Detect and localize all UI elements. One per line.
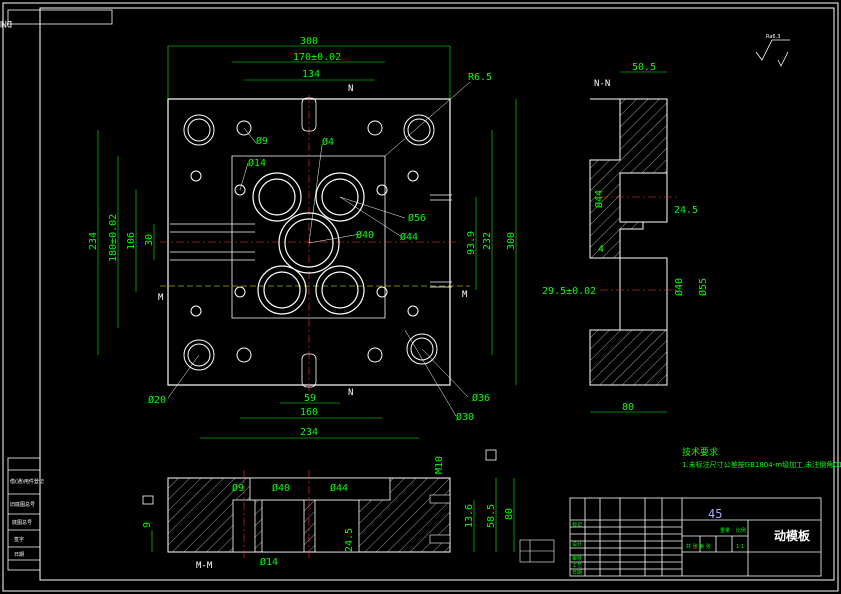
front-dim-d40: Ø40 xyxy=(272,482,290,494)
dim-d40: Ø40 xyxy=(356,229,374,241)
leader-lines xyxy=(167,81,471,417)
svg-text:旧底图总号: 旧底图总号 xyxy=(10,501,35,508)
title-block xyxy=(569,497,822,577)
side-section: N-N 50.5 Ø44 24.5 4 29.5±0.02 Ø40 Ø55 80 xyxy=(542,62,709,413)
side-dim-d44: Ø44 xyxy=(593,190,605,208)
plan-slot xyxy=(301,97,317,388)
svg-text:设计: 设计 xyxy=(572,541,582,548)
dim-234-bottom: 234 xyxy=(300,427,318,438)
section-m-left: M xyxy=(158,293,164,303)
svg-text:日期: 日期 xyxy=(572,570,582,576)
side-dim-24: 24.5 xyxy=(674,205,698,216)
side-dim-50: 50.5 xyxy=(632,62,656,73)
dim-180: 180±0.02 xyxy=(108,214,119,262)
title-block-labels: 标记 设计 审核 工艺 日期 共 张 第 张 重量 比例 1:1 xyxy=(572,521,746,576)
cavity-insert xyxy=(252,172,365,315)
svg-text:审核: 审核 xyxy=(572,555,582,562)
material: 45 xyxy=(708,507,722,521)
svg-text:工艺: 工艺 xyxy=(572,563,582,569)
front-section: M-M Ø9 Ø40 Ø44 Ø14 9 24.5 M10 13.6 58.5 … xyxy=(142,449,515,571)
drawing-inner-frame xyxy=(39,7,835,581)
svg-text:重量: 重量 xyxy=(720,527,730,534)
front-dim-58: 58.5 xyxy=(486,504,497,528)
roughness-symbol xyxy=(755,39,790,67)
dim-d44: Ø44 xyxy=(400,231,418,243)
svg-text:底图总号: 底图总号 xyxy=(12,519,32,526)
datum-marker-left xyxy=(142,495,154,505)
side-dim-29: 29.5±0.02 xyxy=(542,286,596,297)
dim-93: 93.9 xyxy=(466,231,477,255)
tech-note: 1.未标注尺寸公差按GB1804-m级加工,未注倒角C1,去除毛刺。 xyxy=(682,460,841,469)
svg-text:共 张 第 张: 共 张 第 张 xyxy=(686,543,711,550)
dim-300-top: 300 xyxy=(300,36,318,47)
dim-d56: Ø56 xyxy=(408,212,426,224)
front-dim-9: 9 xyxy=(142,522,153,528)
dim-170: 170±0.02 xyxy=(293,52,341,63)
dim-59: 59 xyxy=(304,393,316,404)
dim-d20: Ø20 xyxy=(148,394,166,406)
side-dim-4: 4 xyxy=(598,244,604,255)
front-dim-d9: Ø9 xyxy=(232,482,244,494)
roughness-value: Ra6.3 xyxy=(766,34,780,40)
left-strip xyxy=(7,457,41,571)
svg-text:日期: 日期 xyxy=(14,552,24,558)
dim-d4: Ø4 xyxy=(322,136,334,148)
screw-hole xyxy=(190,120,419,363)
dim-d30: Ø30 xyxy=(456,411,474,423)
left-strip-labels: 借(通)用件登记 旧底图总号 底图总号 签字 日期 xyxy=(10,478,44,558)
side-label: N-N xyxy=(594,79,610,89)
side-dim-d55: Ø55 xyxy=(697,278,709,296)
dim-106: 106 xyxy=(126,232,137,250)
front-dim-13: 13.6 xyxy=(464,504,475,528)
dim-d36: Ø36 xyxy=(472,392,490,404)
front-dim-d44: Ø44 xyxy=(330,482,348,494)
side-dim-80: 80 xyxy=(622,402,634,413)
dim-d14: Ø14 xyxy=(248,157,266,169)
datum-marker xyxy=(485,449,497,461)
svg-text:1:1: 1:1 xyxy=(736,544,744,550)
dim-234-left: 234 xyxy=(88,232,99,250)
front-dim-80: 80 xyxy=(504,508,515,520)
guide-pin-hole xyxy=(183,114,438,371)
plan-view: 300 170±0.02 134 59 160 234 234 180±0.02… xyxy=(88,36,517,439)
code-box xyxy=(7,9,113,25)
section-n-bottom: N xyxy=(348,388,353,398)
plan-pocket-outline xyxy=(231,155,386,319)
dim-300-right: 300 xyxy=(506,232,517,250)
part-name: 动模板 xyxy=(774,528,811,543)
dim-d9: Ø9 xyxy=(256,135,268,147)
mini-table xyxy=(519,539,555,563)
side-screw xyxy=(170,194,452,288)
drawing-code: DMB/CQS-00-38 xyxy=(0,18,12,28)
side-dim-d40: Ø40 xyxy=(673,278,685,296)
dim-232: 232 xyxy=(482,232,493,250)
svg-text:签字: 签字 xyxy=(14,536,24,543)
tech-title: 技术要求 xyxy=(682,446,718,458)
dim-30: 30 xyxy=(144,234,155,246)
plan-dimension-lines xyxy=(97,45,517,439)
section-n-top: N xyxy=(348,84,353,94)
svg-text:标记: 标记 xyxy=(572,521,582,528)
svg-text:借(通)用件登记: 借(通)用件登记 xyxy=(10,478,44,485)
front-label: M-M xyxy=(196,561,213,571)
dim-r6: R6.5 xyxy=(468,72,492,83)
front-dim-24: 24.5 xyxy=(344,528,355,552)
front-dim-d14: Ø14 xyxy=(260,556,278,568)
dim-160: 160 xyxy=(300,407,318,418)
side-section-hatch xyxy=(589,98,668,386)
section-m-right: M xyxy=(462,290,468,300)
dim-134: 134 xyxy=(302,69,320,80)
svg-text:比例: 比例 xyxy=(736,527,746,534)
front-dim-m10: M10 xyxy=(434,456,445,474)
